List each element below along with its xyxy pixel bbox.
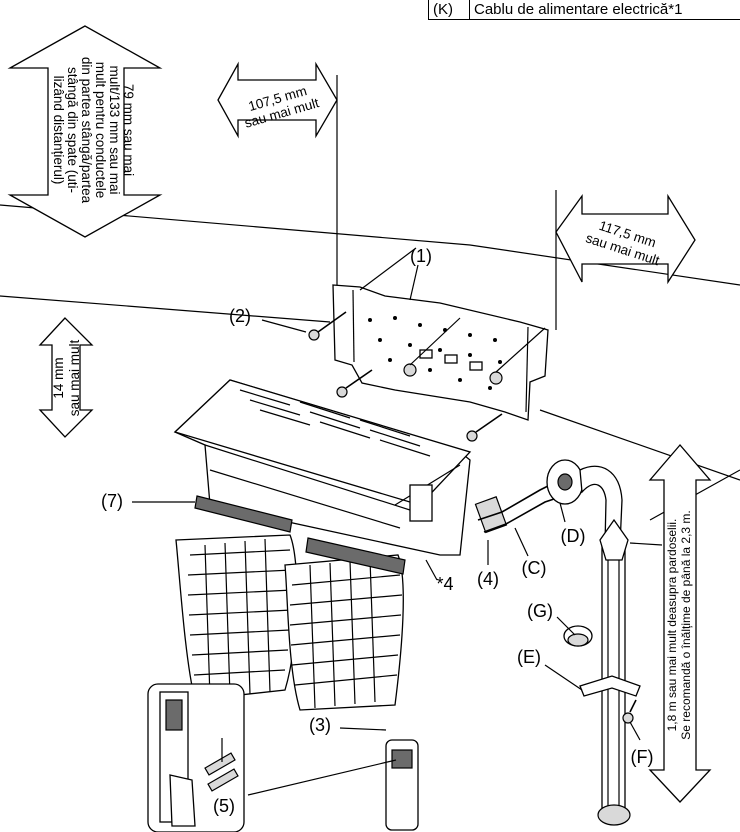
unit-grille xyxy=(239,389,431,457)
filter-strip-right xyxy=(305,537,406,575)
label-D: (D) xyxy=(561,526,586,546)
svg-text:lizând distanțierul): lizând distanțierul) xyxy=(51,76,66,185)
height-clearance-text: 1,8 m sau mai mult deasupra pardoselii. … xyxy=(665,510,693,739)
legend-code: (K) xyxy=(428,0,470,20)
label-F: (F) xyxy=(631,747,654,767)
screw-2 xyxy=(308,311,347,341)
svg-text:mult/133 mm sau mai: mult/133 mm sau mai xyxy=(107,65,122,194)
battery-inset xyxy=(147,683,245,832)
clamp-E xyxy=(579,675,641,697)
mounting-plate xyxy=(332,247,549,421)
filter-strip-7 xyxy=(194,495,293,533)
screw-lower-right xyxy=(466,413,503,442)
label-1: (1) xyxy=(410,246,432,266)
air-filters xyxy=(175,495,406,711)
remote-control xyxy=(385,739,419,831)
label-E: (E) xyxy=(517,647,541,667)
legend-text: Cablu de alimentare electrică*1 xyxy=(469,0,740,20)
screw-lower-left xyxy=(336,369,373,398)
right-clearance-arrow: 117,5 mm sau mai mult xyxy=(555,193,696,285)
left-clearance-arrow xyxy=(7,25,163,238)
screw-F xyxy=(622,699,637,724)
svg-text:stângă din spate (uti-: stângă din spate (uti- xyxy=(65,67,80,193)
svg-text:din partea stângă/partea: din partea stângă/partea xyxy=(79,57,94,204)
label-G: (G) xyxy=(527,601,553,621)
label-7: (7) xyxy=(101,491,123,511)
screws xyxy=(308,311,503,442)
svg-text:Se recomandă o înălțime de pân: Se recomandă o înălțime de până la 2,3 m… xyxy=(679,510,693,739)
svg-text:79 mm sau mai: 79 mm sau mai xyxy=(121,84,136,176)
svg-text:1,8 m sau mai mult deasupra pa: 1,8 m sau mai mult deasupra pardoselii. xyxy=(665,519,679,732)
note-4: *4 xyxy=(436,574,453,594)
height-clearance-arrow xyxy=(648,444,712,803)
piping xyxy=(474,459,631,826)
label-5: (5) xyxy=(213,796,235,816)
front-clearance-arrow xyxy=(38,317,94,438)
svg-text:mult pentru conductele: mult pentru conductele xyxy=(93,62,108,199)
label-2: (2) xyxy=(229,306,251,326)
plate-holes xyxy=(368,316,502,390)
label-3: (3) xyxy=(309,715,331,735)
svg-text:sau mai mult: sau mai mult xyxy=(67,339,82,416)
label-C: (C) xyxy=(522,558,547,578)
indoor-unit xyxy=(173,379,472,556)
filter-right xyxy=(284,554,404,711)
leader-lines xyxy=(132,264,663,796)
top-clearance-arrow: 107,5 mm sau mai mult xyxy=(217,61,338,139)
left-clearance-text: 79 mm sau mai mult/133 mm sau mai mult p… xyxy=(51,57,136,204)
label-4: (4) xyxy=(477,569,499,589)
front-clearance-text: 14 mm sau mai mult xyxy=(51,339,82,416)
svg-text:14 mm: 14 mm xyxy=(51,357,66,398)
filter-left xyxy=(175,534,298,701)
